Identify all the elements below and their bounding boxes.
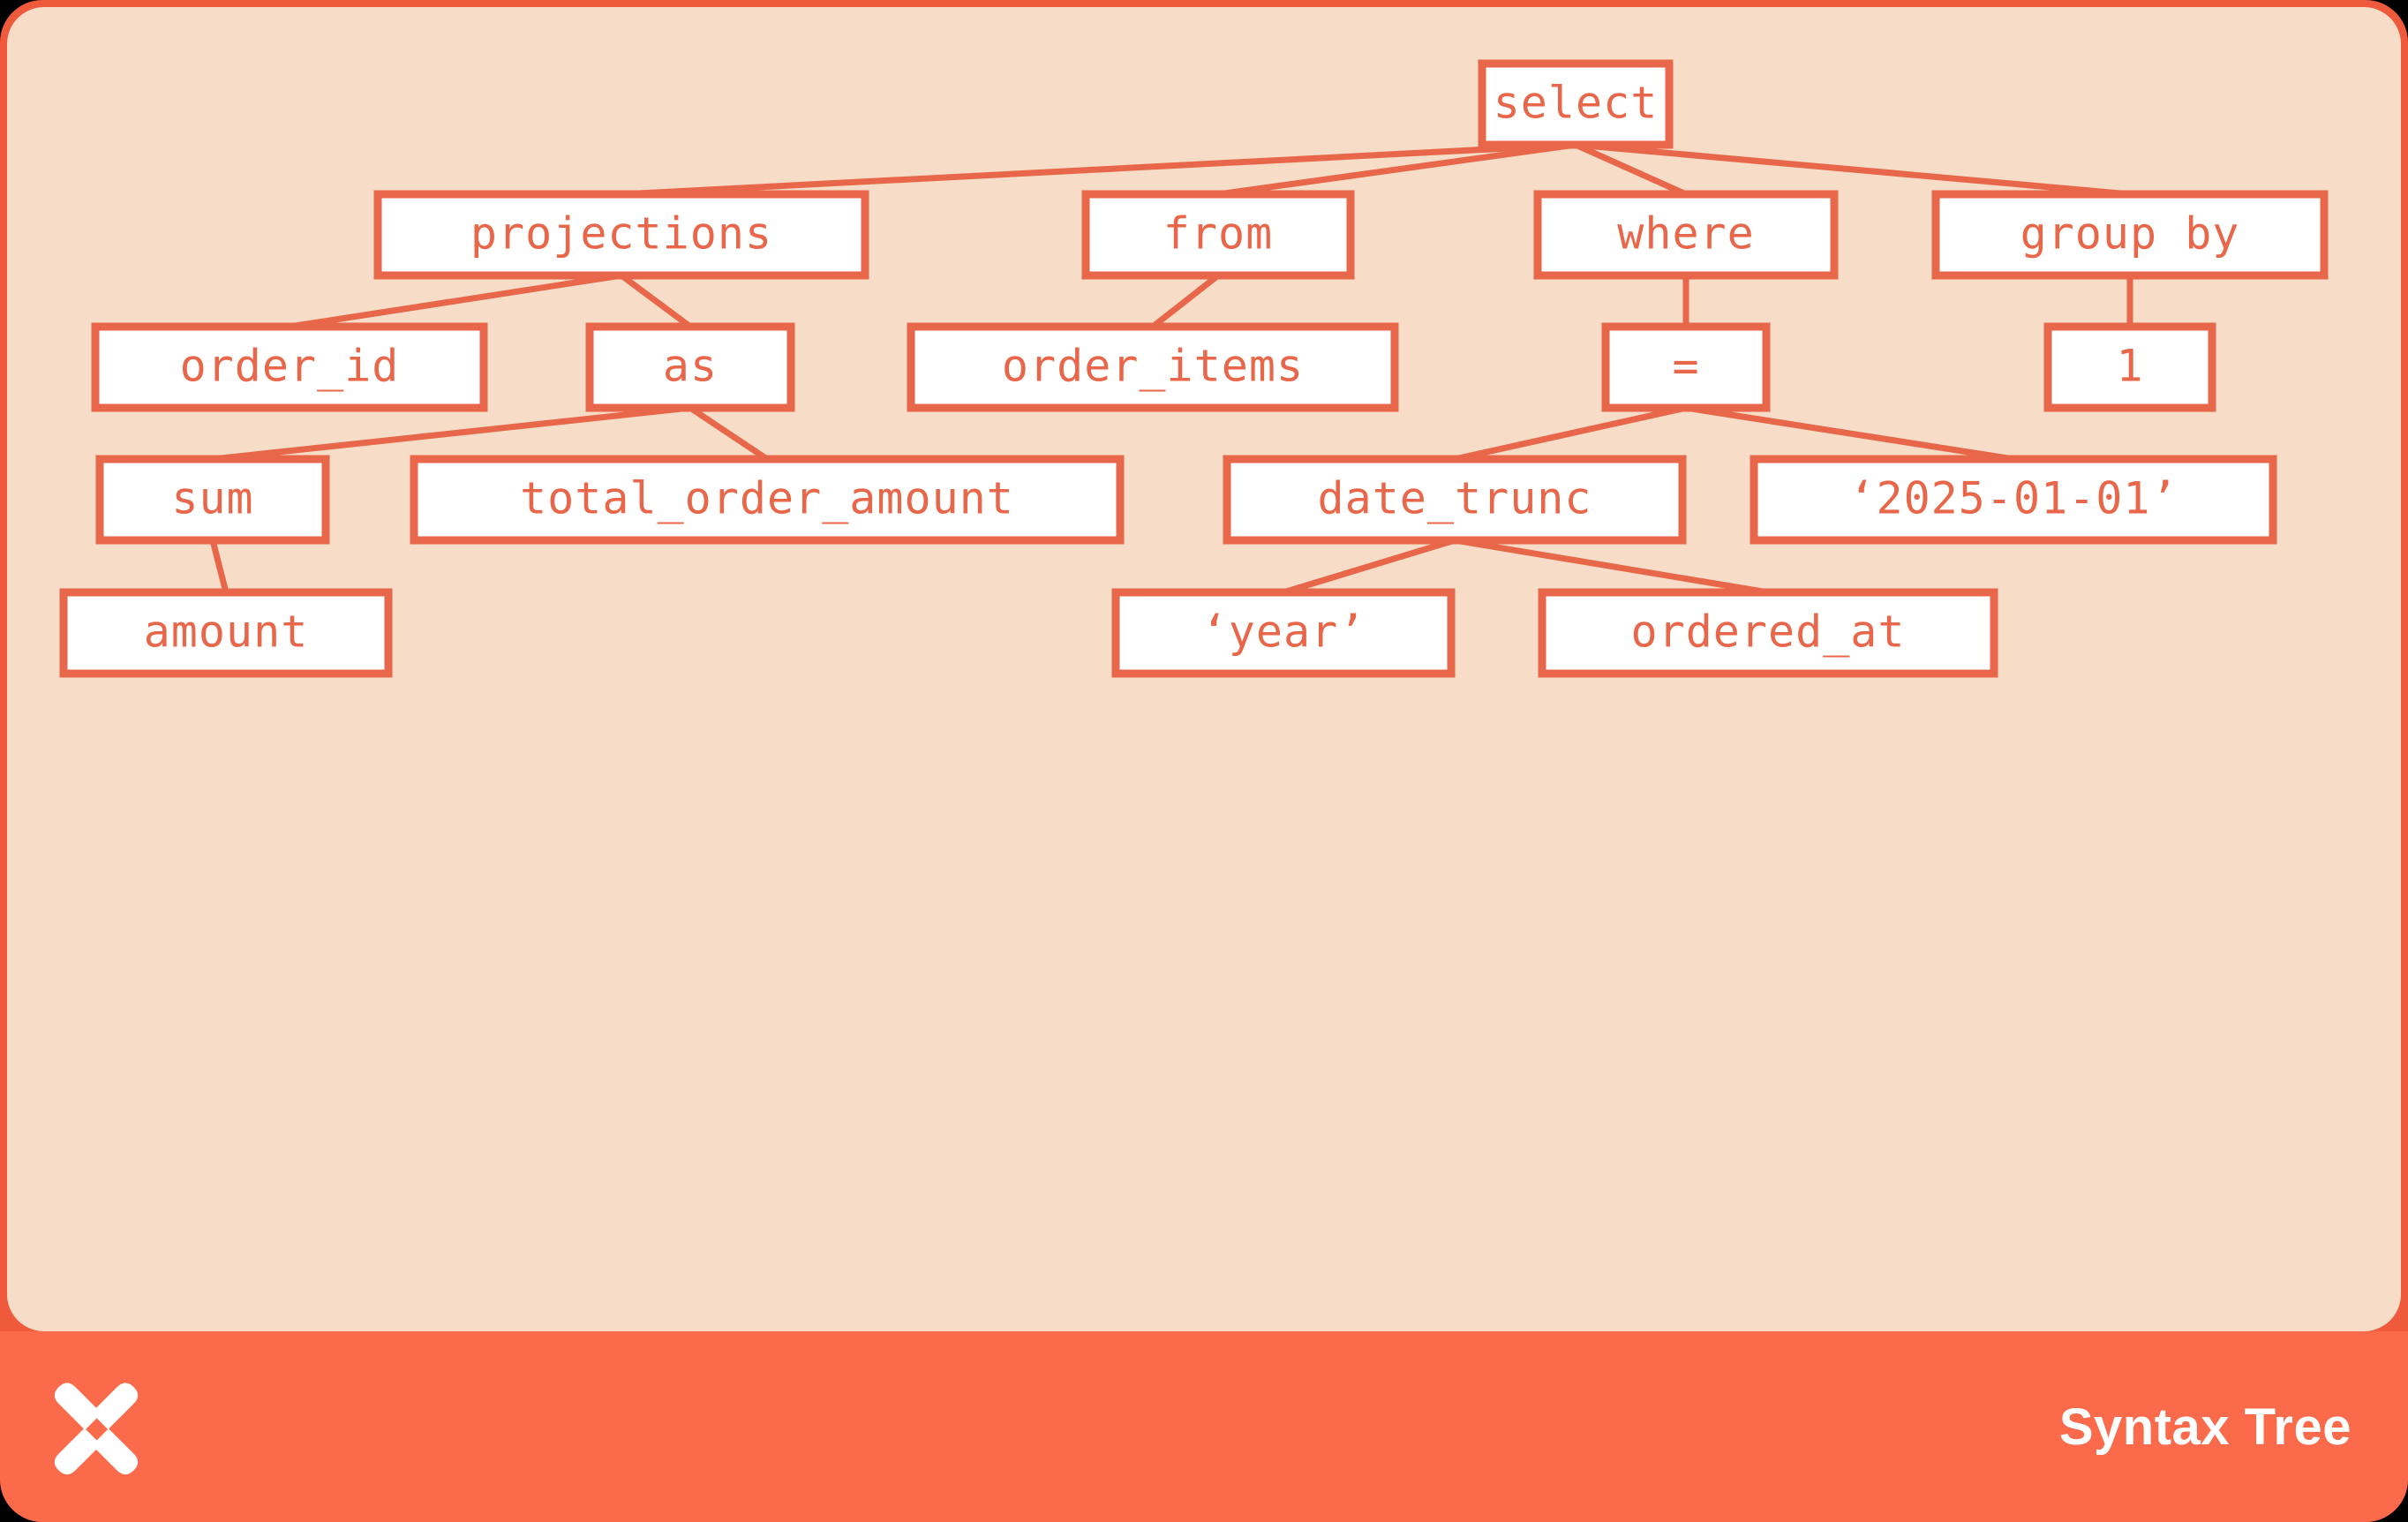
tree-edge bbox=[619, 273, 693, 329]
tree-edge bbox=[1282, 537, 1456, 596]
node-box bbox=[2043, 322, 2216, 412]
node-label: ‘2025-01-01’ bbox=[1848, 473, 2178, 524]
tree-edge bbox=[1217, 141, 1576, 198]
node-label: date_trunc bbox=[1317, 473, 1592, 524]
tree-node-where[interactable]: where bbox=[1533, 190, 1839, 280]
node-box bbox=[1478, 59, 1674, 149]
node-label: total_order_amount bbox=[520, 473, 1014, 524]
tree-node-total_order_amount[interactable]: total_order_amount bbox=[410, 455, 1125, 545]
node-label: projections bbox=[470, 208, 772, 260]
node-box bbox=[1601, 322, 1771, 412]
node-label: sum bbox=[171, 473, 253, 524]
tree-edge bbox=[209, 539, 230, 593]
tree-node-year_literal[interactable]: ‘year’ bbox=[1111, 588, 1456, 678]
node-label: where bbox=[1617, 208, 1755, 260]
tree-nodes: select projections from where group by order_… bbox=[59, 59, 2329, 678]
tree-edge bbox=[1685, 404, 2014, 463]
tree-edge bbox=[212, 404, 691, 463]
node-label: group by bbox=[2020, 208, 2240, 260]
node-box bbox=[585, 322, 795, 412]
tree-edge bbox=[689, 405, 769, 462]
tree-edge bbox=[289, 272, 622, 330]
tree-node-eq[interactable]: = bbox=[1601, 322, 1771, 412]
tree-node-order_items[interactable]: order_items bbox=[907, 322, 1399, 412]
tree-edge bbox=[1454, 404, 1687, 463]
node-label: ordered_at bbox=[1630, 607, 1905, 658]
node-box bbox=[1931, 190, 2329, 280]
xmark-star-logo bbox=[54, 1383, 139, 1475]
node-label: = bbox=[1672, 341, 1699, 392]
tree-node-group_by[interactable]: group by bbox=[1931, 190, 2329, 280]
node-label: order_items bbox=[1002, 341, 1304, 392]
node-label: as bbox=[663, 341, 718, 392]
node-box bbox=[1533, 190, 1839, 280]
tree-edge bbox=[1574, 141, 1688, 198]
node-label: from bbox=[1163, 208, 1273, 260]
tree-edge bbox=[1150, 273, 1221, 329]
node-box bbox=[95, 455, 330, 545]
node-box bbox=[1223, 455, 1687, 545]
tree-node-from[interactable]: from bbox=[1081, 190, 1355, 280]
node-label: order_id bbox=[180, 341, 400, 392]
node-box bbox=[1750, 455, 2277, 545]
node-label: ‘year’ bbox=[1201, 607, 1366, 658]
syntax-tree-graph: select projections from where group by order_… bbox=[59, 59, 2329, 678]
tree-node-one[interactable]: 1 bbox=[2043, 322, 2216, 412]
tree-node-date_trunc[interactable]: date_trunc bbox=[1223, 455, 1687, 545]
tree-edge bbox=[1575, 141, 2131, 198]
footer-bar: Syntax Tree bbox=[0, 1331, 2408, 1522]
footer-title: Syntax Tree bbox=[2058, 1398, 2352, 1456]
tree-node-sum[interactable]: sum bbox=[95, 455, 330, 545]
node-label: 1 bbox=[2116, 341, 2143, 392]
tree-node-ordered_at[interactable]: ordered_at bbox=[1538, 588, 1998, 678]
node-box bbox=[410, 455, 1125, 545]
node-label: amount bbox=[144, 607, 309, 658]
tree-node-select[interactable]: select bbox=[1478, 59, 1674, 149]
tree-edges bbox=[209, 141, 2133, 596]
tree-node-order_id[interactable]: order_id bbox=[91, 322, 488, 412]
tree-node-projections[interactable]: projections bbox=[373, 190, 869, 280]
tree-node-as[interactable]: as bbox=[585, 322, 795, 412]
node-box bbox=[59, 588, 393, 678]
node-box bbox=[1538, 588, 1998, 678]
tree-node-amount[interactable]: amount bbox=[59, 588, 393, 678]
tree-node-date_literal[interactable]: ‘2025-01-01’ bbox=[1750, 455, 2277, 545]
tree-canvas: select projections from where group by order_… bbox=[7, 7, 2401, 1331]
tree-edge bbox=[1454, 537, 1769, 596]
node-box bbox=[1111, 588, 1456, 678]
node-box bbox=[907, 322, 1399, 412]
node-label: select bbox=[1494, 78, 1659, 129]
node-box bbox=[1081, 190, 1355, 280]
node-box bbox=[373, 190, 869, 280]
tree-edge bbox=[621, 141, 1576, 198]
node-box bbox=[91, 322, 488, 412]
